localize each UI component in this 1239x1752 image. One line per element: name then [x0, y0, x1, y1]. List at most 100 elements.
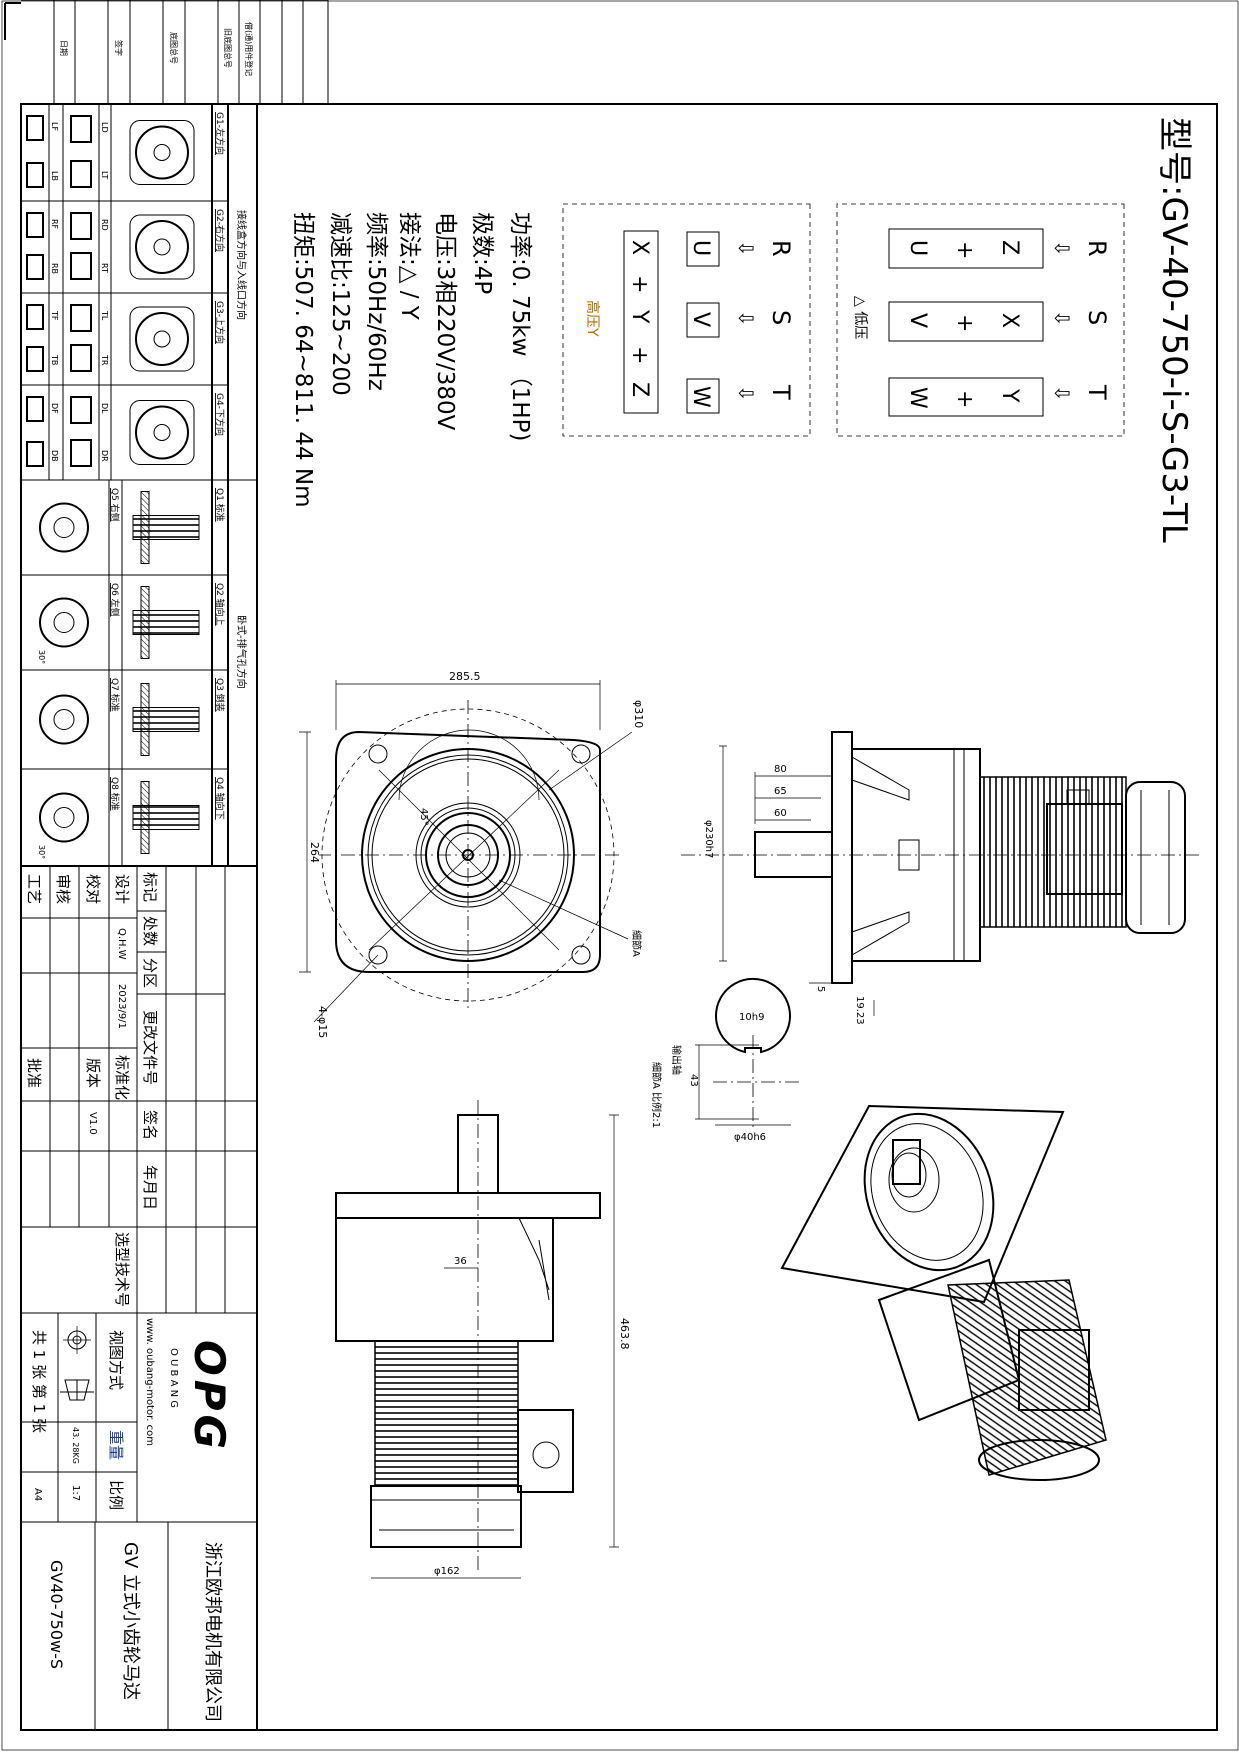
spec-torque: 扭矩:507. 64~811. 44 Nm — [290, 212, 316, 508]
mounting-hole — [571, 945, 591, 965]
terminal-box-icon — [70, 439, 92, 467]
mount-code: RT — [100, 263, 109, 273]
mount-base-icon — [140, 586, 150, 659]
mount-alt-caption: Q8 标准 — [109, 777, 121, 811]
shaft-icon — [153, 424, 171, 441]
terminal-w: W — [905, 387, 930, 409]
strip-base-drawing-no: 底图总号 — [169, 32, 179, 64]
dim-angle: 45° — [418, 808, 429, 826]
orientation-panel: 接线盒方向与入线口方向 卧式-排气孔方向 G1-左方向LDLTLFLBG2-右方… — [20, 104, 258, 867]
group-caption: G4-下方向 — [214, 393, 226, 436]
strip-old-base-drawing-no: 旧底图总号 — [223, 28, 233, 68]
terminal-y: Y — [627, 309, 652, 324]
group-caption: G2-右方向 — [214, 209, 226, 252]
first-angle-projection-icon — [60, 1326, 94, 1401]
dim-holes: 4-φ15 — [316, 1006, 329, 1038]
terminal-x: X — [627, 240, 652, 255]
company-name: 浙江欧邦电机有限公司 — [202, 1542, 223, 1722]
terminal-w: W — [688, 386, 713, 408]
mount-subcode: RF — [50, 219, 59, 230]
terminal-v: V — [688, 312, 713, 327]
spec-poles: 极数:4P — [469, 212, 495, 294]
dim-diameter-310: φ310 — [632, 700, 645, 728]
scale-value: 1:7 — [70, 1485, 81, 1501]
shaft-icon — [53, 709, 75, 730]
corner-mark — [4, 2, 21, 40]
strip-signature: 签字 — [114, 40, 124, 56]
mount-caption: Q3 倒装 — [214, 678, 226, 712]
mount-base-icon — [140, 781, 150, 854]
version-value: V1.0 — [87, 1112, 98, 1135]
dim-flange-height: 264 — [308, 842, 321, 863]
weight-label: 重量 — [107, 1430, 125, 1460]
terminal-box-icon — [70, 115, 92, 143]
terminal-z: Z — [997, 240, 1022, 255]
high-voltage-caption: 高压Y — [584, 300, 601, 337]
phase-t: T — [1083, 384, 1111, 400]
plus-sign: + — [952, 390, 977, 408]
design-date: 2023/9/1 — [116, 984, 127, 1029]
mount-caption: Q2 轴向上 — [214, 583, 226, 626]
header-signature: 签名 — [141, 1110, 159, 1140]
wiring-diagram-low-voltage: R S T ⇩ ⇩ ⇩ Z + U X + V Y + W △ 低压 — [836, 203, 1125, 437]
mount-alt-caption: Q7 标准 — [109, 678, 121, 712]
wiring-diagram-high-voltage: R S T ⇩ ⇩ ⇩ U V W X + Y + Z 高压Y — [562, 203, 811, 437]
terminal-x: X — [997, 313, 1022, 328]
header-date: 年月日 — [141, 1165, 159, 1210]
revision-strip: 日期 签字 底图总号 旧底图总号 借(通)用件登记 — [21, 0, 329, 104]
isometric-view — [780, 1104, 1107, 1481]
terminal-y: Y — [997, 388, 1022, 403]
mounting-hole — [368, 945, 388, 965]
company-logo: OPG — [185, 1340, 234, 1453]
side-view: φ230h7 80 65 60 5 19.23 — [679, 731, 1199, 1025]
dim-key-height: 43 — [688, 1074, 699, 1087]
title-block: 标记 处数 分区 更改文件号 签名 年月日 设计 校对 审核 工艺 Q.H.W … — [20, 865, 258, 1731]
mount-subcode: DB — [50, 450, 59, 462]
selection-tech-no-label: 选型技术号 — [113, 1232, 131, 1307]
dim-pilot-diameter: φ230h7 — [703, 820, 714, 858]
terminal-v: V — [905, 313, 930, 328]
mount-base-icon — [140, 491, 150, 564]
motor-end-icon — [26, 212, 44, 238]
dim-key-width: 10h9 — [739, 1012, 764, 1023]
brand-name: O U B A N G — [168, 1348, 179, 1408]
motor-end-icon — [26, 115, 44, 141]
mount-code: TL — [100, 310, 109, 321]
plus-sign: + — [952, 241, 977, 259]
vertical-view: 463.8 36 φ162 — [335, 1100, 631, 1579]
dim-36: 36 — [454, 1256, 467, 1267]
spec-power: 功率:0. 75kw （1HP) — [507, 212, 533, 441]
terminal-box-icon — [70, 252, 92, 280]
arrow-down-icon: ⇩ — [1050, 310, 1074, 327]
phase-r: R — [1083, 240, 1111, 257]
dim-65: 65 — [774, 786, 787, 797]
mount-code: DR — [100, 450, 109, 462]
role-design: 设计 — [113, 874, 131, 904]
drawing-number: GV40-750w-S — [47, 1560, 66, 1669]
scale-label: 比例 — [107, 1480, 125, 1510]
flange-circle-icon — [135, 405, 189, 460]
version-label: 版本 — [84, 1058, 102, 1088]
flange-circle-icon — [39, 792, 89, 843]
plus-sign: + — [627, 275, 652, 293]
role-process: 工艺 — [25, 874, 43, 904]
mount-subcode: RB — [50, 263, 59, 274]
view-method-label: 视图方式 — [107, 1330, 125, 1390]
header-zone: 分区 — [141, 958, 159, 988]
angle-label: 30° — [37, 845, 46, 859]
phase-t: T — [767, 384, 795, 400]
mount-subcode: LF — [50, 122, 59, 131]
mount-code: TR — [100, 354, 109, 366]
angle-label: 30° — [37, 650, 46, 664]
flange-circle-icon — [135, 312, 189, 366]
shaft-icon — [53, 807, 75, 828]
model-title: 型号:GV-40-750-i-S-G3-TL — [1154, 117, 1194, 543]
mount-subcode: DF — [50, 403, 59, 414]
mount-code: RD — [100, 219, 109, 231]
arrow-down-icon: ⇩ — [734, 310, 758, 327]
group-caption: G1-左方向 — [214, 112, 226, 155]
low-voltage-caption: △ 低压 — [852, 296, 868, 339]
